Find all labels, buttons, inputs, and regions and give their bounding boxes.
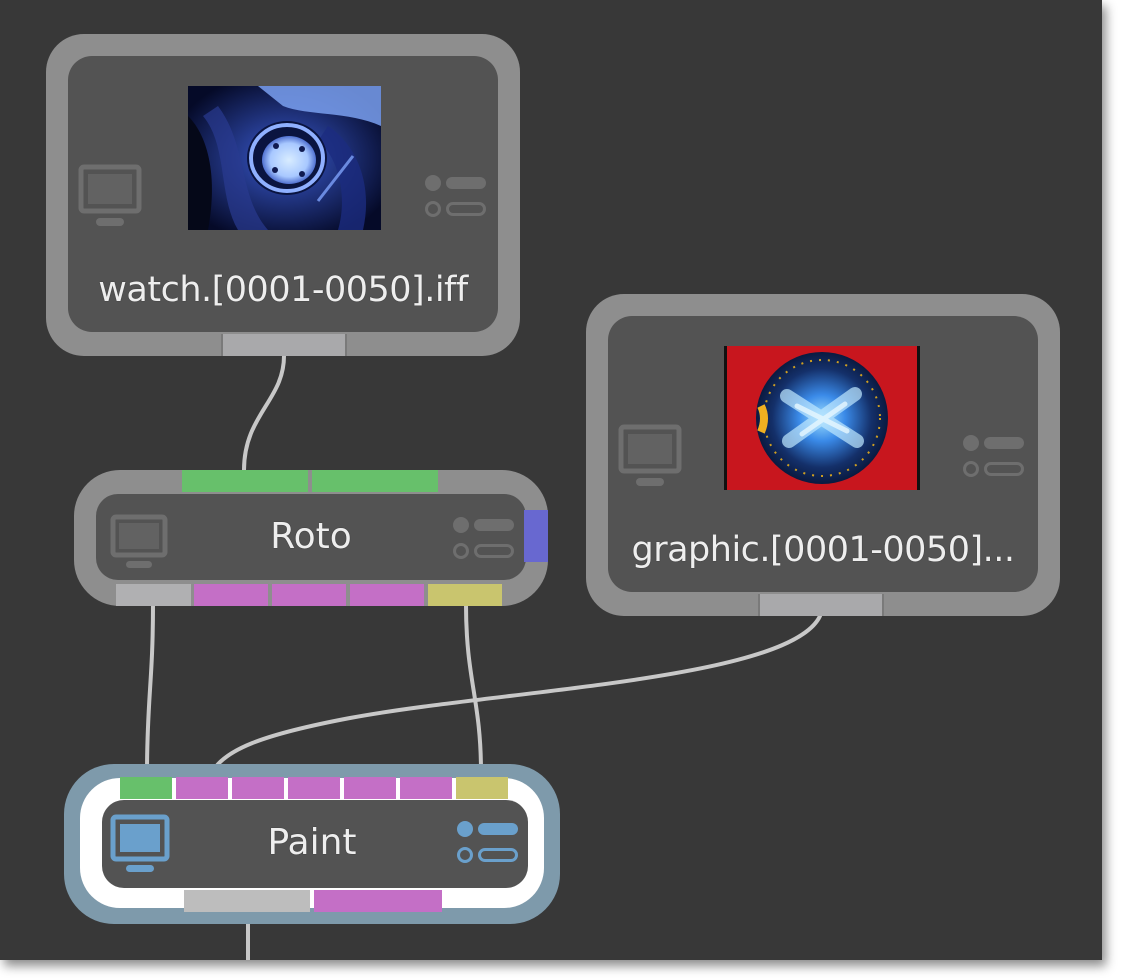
node-graph-canvas[interactable]: watch.[0001-0050].iff <box>0 0 1102 960</box>
input-port[interactable] <box>344 777 396 799</box>
output-port[interactable] <box>314 890 442 912</box>
settings-toggle-icon[interactable] <box>452 516 518 560</box>
input-port[interactable] <box>232 777 284 799</box>
node-body <box>96 494 526 580</box>
wire-roto-to-paint-b[interactable] <box>464 603 483 774</box>
output-port[interactable] <box>428 584 502 606</box>
monitor-icon[interactable] <box>78 164 142 230</box>
output-port[interactable] <box>758 594 884 616</box>
monitor-icon[interactable] <box>110 814 170 874</box>
node-watch[interactable]: watch.[0001-0050].iff <box>46 34 520 356</box>
node-label: watch.[0001-0050].iff <box>98 270 468 310</box>
input-port[interactable] <box>182 470 308 492</box>
output-port[interactable] <box>116 584 191 606</box>
settings-toggle-icon[interactable] <box>962 434 1028 478</box>
node-graphic[interactable]: graphic.[0001-0050]... <box>586 294 1060 616</box>
wire-roto-to-paint-a[interactable] <box>145 603 155 774</box>
watch-thumbnail <box>188 86 381 230</box>
output-port[interactable] <box>272 584 346 606</box>
monitor-icon[interactable] <box>618 424 682 490</box>
connections-layer <box>145 354 822 960</box>
input-port[interactable] <box>400 777 452 799</box>
output-port[interactable] <box>184 890 310 912</box>
settings-toggle-icon[interactable] <box>456 820 522 864</box>
input-port[interactable] <box>176 777 228 799</box>
input-port[interactable] <box>456 777 508 799</box>
output-port[interactable] <box>350 584 424 606</box>
node-label: graphic.[0001-0050]... <box>631 530 1015 570</box>
settings-toggle-icon[interactable] <box>424 174 490 218</box>
input-port[interactable] <box>120 777 172 799</box>
output-port[interactable] <box>221 334 347 356</box>
input-port[interactable] <box>312 470 438 492</box>
graphic-thumbnail <box>724 346 920 490</box>
node-label: Paint <box>267 822 357 863</box>
node-label: Roto <box>270 516 352 557</box>
wire-watch-to-roto[interactable] <box>242 354 286 472</box>
node-roto[interactable]: Roto <box>74 470 548 606</box>
input-port[interactable] <box>288 777 340 799</box>
wire-graphic-to-paint[interactable] <box>210 614 822 774</box>
node-body <box>102 800 528 888</box>
node-paint[interactable]: Paint <box>64 764 560 924</box>
side-port[interactable] <box>524 510 548 562</box>
output-port[interactable] <box>194 584 268 606</box>
monitor-icon[interactable] <box>110 514 168 570</box>
